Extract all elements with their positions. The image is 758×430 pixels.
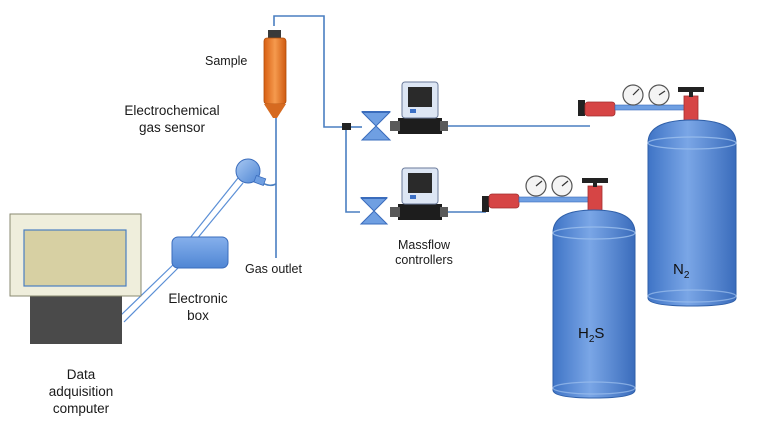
valve-lower <box>359 197 389 225</box>
mfc1-button <box>410 109 416 113</box>
sensor-label: Electrochemical gas sensor <box>112 102 232 136</box>
cable-sensor-box-1 <box>189 177 239 239</box>
monitor-screen <box>23 229 127 287</box>
valve-upper <box>360 111 392 141</box>
mfc1-body <box>398 118 442 134</box>
pipe-tee-branch <box>345 127 360 213</box>
sample-label: Sample <box>205 54 248 68</box>
mfc1-screen <box>408 87 432 107</box>
massflow-label: Massflow controllers <box>388 238 460 268</box>
h2s-label-sub: 2 <box>588 334 595 345</box>
n2-regulator <box>578 84 704 123</box>
n2-reg-knob <box>578 100 585 116</box>
massflow-label-line2: controllers <box>395 253 453 267</box>
n2-label-sub: 2 <box>683 270 690 281</box>
h2s-reg-knob <box>482 196 489 212</box>
signal-cables <box>119 177 244 323</box>
electronic-box <box>171 236 229 269</box>
data-acquisition-computer <box>9 213 142 344</box>
cable-box-computer-1 <box>119 261 177 317</box>
computer-label: Data adquisition computer <box>36 366 126 417</box>
h2s-reg-body <box>488 193 520 209</box>
sample-syringe <box>263 30 287 118</box>
mfc2-outlet <box>440 207 448 217</box>
cable-box-computer-2 <box>123 265 181 323</box>
sensor-body <box>235 158 261 184</box>
n2-cylinder <box>647 119 737 307</box>
computer-label-line2: adquisition <box>48 384 114 399</box>
cable-sensor-box-2 <box>195 182 244 241</box>
syringe-tip <box>264 104 286 118</box>
massflow-label-line1: Massflow <box>397 238 451 252</box>
electronic-box-label-line1: Electronic <box>168 291 228 306</box>
h2s-regulator <box>482 175 608 215</box>
syringe-cap <box>268 30 281 38</box>
h2s-valve-handle <box>582 178 608 183</box>
sensor-label-line2: gas sensor <box>138 120 206 135</box>
h2s-label-tail: S <box>594 325 605 342</box>
electronic-box-label-line2: box <box>187 308 209 323</box>
n2-valve-handle <box>678 87 704 92</box>
mfc1-outlet <box>440 121 448 131</box>
gas-outlet-label: Gas outlet <box>245 262 302 276</box>
h2s-cylinder <box>552 209 636 399</box>
mfc2-screen <box>408 173 432 193</box>
n2-cylinder-label: N2 <box>673 262 689 283</box>
computer-label-line3: computer <box>52 401 110 416</box>
n2-label-main: N <box>673 261 684 278</box>
n2-reg-body <box>584 101 616 117</box>
mass-flow-controller-2 <box>390 167 448 220</box>
mass-flow-controller-1 <box>390 81 448 134</box>
electronic-box-label: Electronic box <box>158 290 238 324</box>
computer-base <box>30 288 122 344</box>
h2s-cylinder-label: H2S <box>578 326 604 347</box>
mfc1-inlet <box>390 121 400 131</box>
h2s-label-main: H <box>578 325 589 342</box>
gas-pipes <box>259 15 590 258</box>
n2-reg-manifold <box>614 104 692 111</box>
n2-valve-stem <box>683 95 699 123</box>
computer-label-line1: Data <box>66 367 96 382</box>
gas-sensor <box>235 158 267 186</box>
mfc2-body <box>398 204 442 220</box>
sample-tube <box>263 37 287 105</box>
sensor-connector <box>253 174 267 186</box>
h2s-reg-manifold <box>518 196 598 203</box>
mfc2-button <box>410 195 416 199</box>
mfc2-inlet <box>390 207 400 217</box>
pipe-sample-loop <box>273 15 346 128</box>
tee-fitting <box>342 123 351 130</box>
sensor-label-line1: Electrochemical <box>124 103 220 118</box>
